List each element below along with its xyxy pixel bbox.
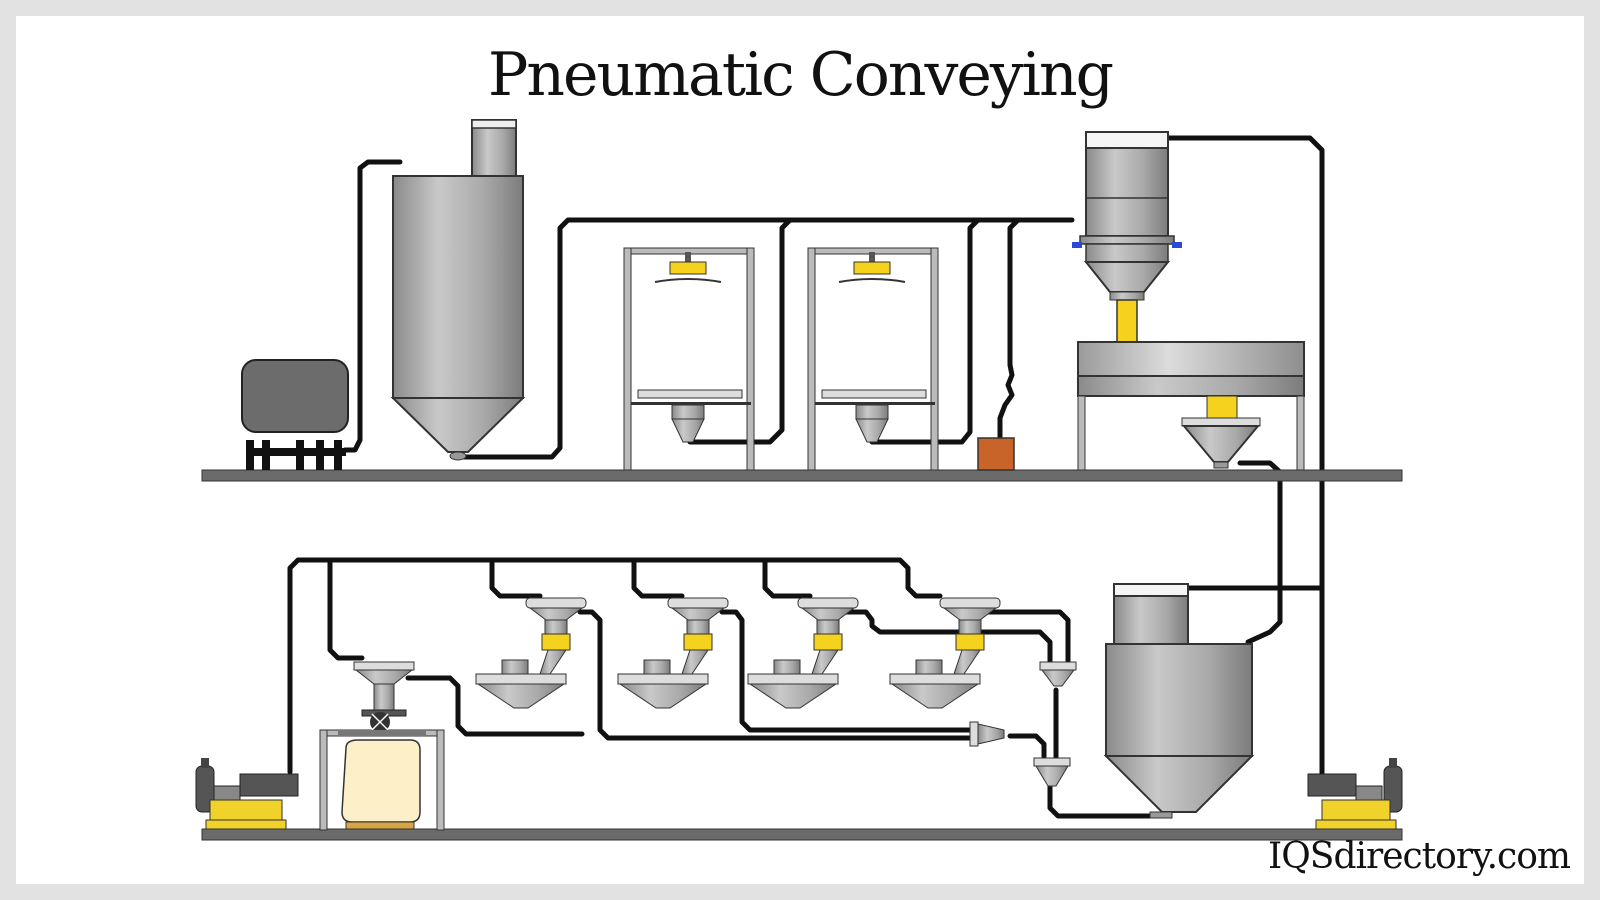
- upper-floor-beam: [201, 469, 1403, 482]
- pipe-line-d: [982, 609, 1071, 665]
- pipe-lower-header: [287, 557, 943, 775]
- diverter-cyclone-upper: [1039, 661, 1077, 687]
- diagram-title: Pneumatic Conveying: [487, 40, 1114, 110]
- large-receiver-lower: [1103, 583, 1255, 819]
- blower-left: [195, 758, 299, 830]
- receiver-unit-3: [747, 597, 859, 709]
- pipe-lower-drop-a: [327, 557, 365, 661]
- batch-station-2: [807, 247, 939, 471]
- diverter-cyclone-lower: [1033, 757, 1071, 787]
- receiver-unit-2: [617, 597, 729, 709]
- site-watermark: IQSdirectory.com: [1268, 836, 1571, 877]
- mixer-platform: [1077, 341, 1305, 471]
- lower-floor-beam: [201, 828, 1403, 841]
- pipe-lower-drop-d: [762, 557, 813, 599]
- pipe-bag-discharge: [405, 675, 585, 737]
- pipe-line-c: [841, 609, 1053, 665]
- pipe-line-b: [719, 609, 975, 733]
- storage-silo: [390, 119, 526, 461]
- pipe-network: [287, 135, 1325, 819]
- pipe-line-to-cyclone: [577, 609, 975, 741]
- pipe-tank-to-silo: [342, 159, 403, 453]
- horizontal-cyclone: [969, 721, 1005, 747]
- pipe-orange-sensor: [997, 217, 1021, 443]
- pipe-right-loop: [1162, 135, 1325, 781]
- bag-filling-station: [319, 661, 445, 831]
- receiver-tank: [241, 359, 349, 470]
- pipe-hopper1-return: [687, 217, 793, 445]
- pipe-cyclone-to-merge: [1007, 733, 1047, 761]
- receiver-unit-4: [889, 597, 1001, 709]
- blower-right: [1307, 758, 1403, 830]
- batch-station-1: [623, 247, 755, 471]
- receiver-unit-1: [475, 597, 587, 709]
- pipe-mixer-to-lower: [1237, 460, 1283, 645]
- pipe-merge-to-receiver: [1047, 783, 1153, 819]
- filter-receiver-upper: [1072, 131, 1182, 343]
- pipe-upper-header: [452, 217, 1075, 460]
- pipe-lower-drop-c: [631, 557, 685, 599]
- control-box: [977, 437, 1015, 471]
- pipe-lower-drop-b: [489, 557, 543, 599]
